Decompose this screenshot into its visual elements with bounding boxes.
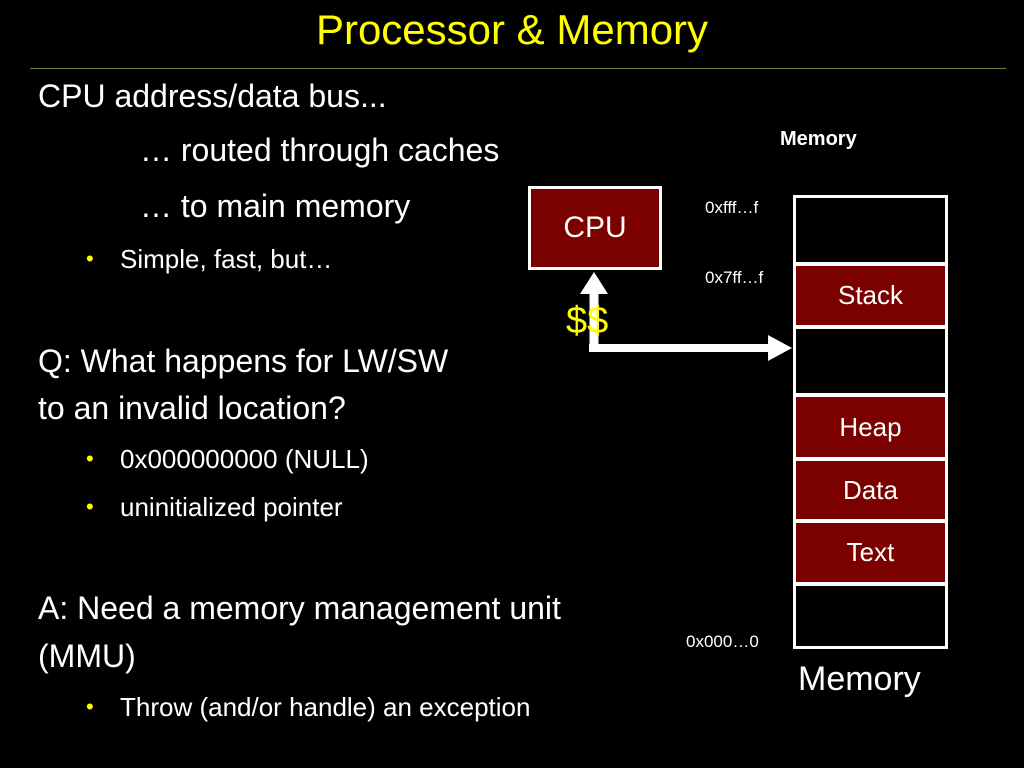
memory-block-empty-bottom [793, 583, 948, 649]
stack-label: Stack [837, 280, 904, 310]
cpu-label: CPU [563, 211, 627, 244]
address-top: 0xfff…f [705, 198, 759, 217]
memory-block-stack: Stack [793, 263, 948, 328]
cpu-box: CPU [528, 186, 662, 270]
bullet-null: 0x000000000 (NULL) [120, 444, 369, 474]
main-memory-line: … to main memory [140, 188, 411, 224]
up-arrow-head [580, 272, 608, 294]
data-label: Data [843, 474, 898, 505]
routed-caches-line: … routed through caches [140, 132, 500, 168]
answer-line-1: A: Need a memory management unit [38, 590, 561, 626]
bullet-simple-fast: Simple, fast, but… [120, 244, 333, 274]
bullet-icon: • [86, 494, 94, 519]
bullet-icon: • [86, 246, 94, 271]
memory-block-empty-top [793, 195, 948, 265]
memory-block-text: Text [793, 520, 948, 585]
memory-top-label: Memory [780, 128, 857, 150]
memory-block-data: Data [793, 458, 948, 522]
bus-heading: CPU address/data bus... [38, 78, 387, 114]
question-line-2: to an invalid location? [38, 390, 346, 426]
heap-label: Heap [839, 411, 902, 442]
bullet-uninitialized: uninitialized pointer [120, 492, 343, 522]
slide-title: Processor & Memory [315, 6, 709, 53]
answer-line-2: (MMU) [38, 638, 136, 674]
bullet-icon: • [86, 694, 94, 719]
cache-label: $$ [566, 300, 609, 342]
memory-block-empty-middle [793, 326, 948, 396]
memory-block-heap: Heap [793, 394, 948, 460]
bullet-exception: Throw (and/or handle) an exception [120, 692, 531, 722]
right-arrow-head [768, 335, 792, 361]
address-bottom: 0x000…0 [686, 632, 759, 651]
question-line-1: Q: What happens for LW/SW [38, 343, 449, 379]
memory-bottom-label: Memory [798, 660, 921, 698]
title-divider [30, 68, 1006, 69]
text-label: Text [846, 537, 895, 567]
address-stack: 0x7ff…f [705, 268, 764, 287]
bullet-icon: • [86, 446, 94, 471]
